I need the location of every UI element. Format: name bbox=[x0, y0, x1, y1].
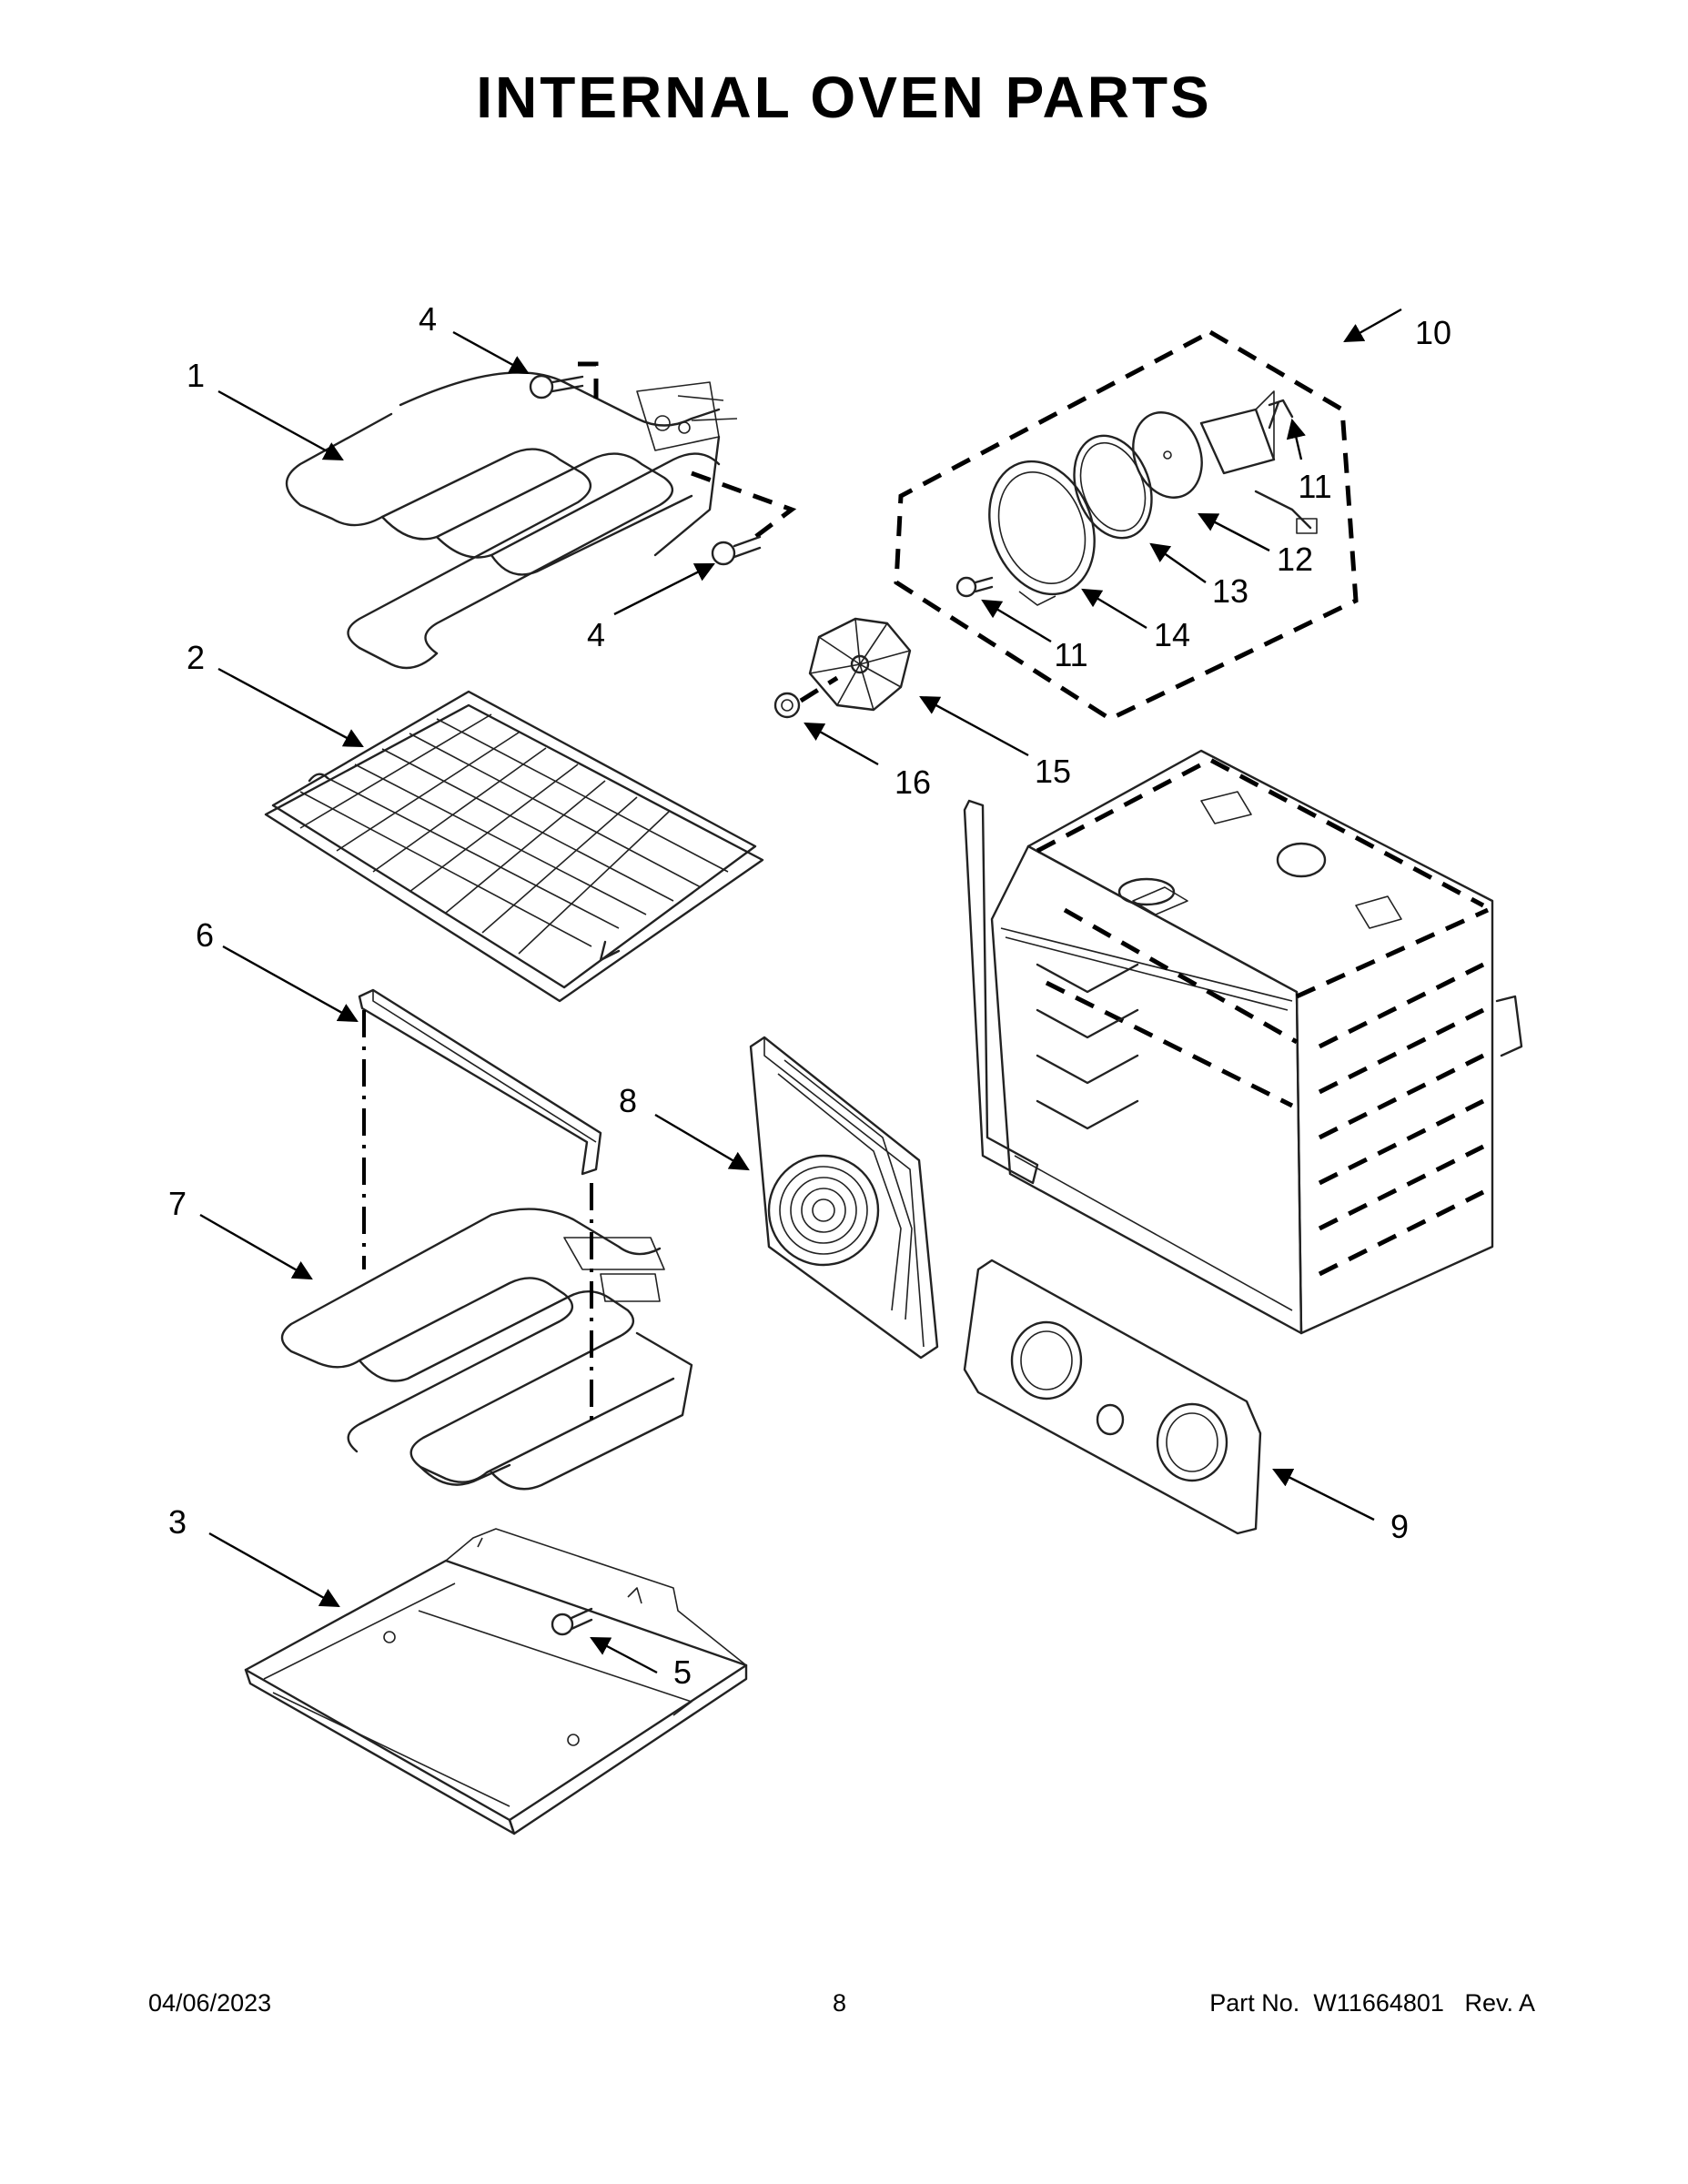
screw-4b bbox=[711, 535, 762, 566]
rear-panel-insulation bbox=[963, 1259, 1262, 1535]
callout-1: 1 bbox=[187, 357, 205, 394]
page-title: INTERNAL OVEN PARTS bbox=[476, 65, 1212, 130]
footer-page-number: 8 bbox=[833, 1989, 847, 2017]
convection-fan-cover bbox=[749, 1036, 939, 1360]
callout-10: 10 bbox=[1415, 314, 1451, 351]
broil-element bbox=[285, 361, 797, 670]
callout-13: 13 bbox=[1212, 572, 1248, 610]
fan-nut bbox=[773, 675, 839, 719]
callout-5: 5 bbox=[673, 1653, 692, 1691]
bake-element bbox=[280, 1183, 693, 1491]
callout-9: 9 bbox=[1390, 1508, 1409, 1545]
footer-date: 04/06/2023 bbox=[148, 1989, 272, 2017]
part-label: Part No. bbox=[1209, 1989, 1300, 2017]
callout-2: 2 bbox=[187, 639, 205, 676]
footer-part-info: Part No. W11664801 Rev. A bbox=[1209, 1989, 1535, 2017]
oven-rack bbox=[264, 690, 764, 1003]
fan-blade bbox=[808, 617, 912, 712]
callout-4-bottom: 4 bbox=[587, 616, 605, 653]
callout-14: 14 bbox=[1154, 616, 1190, 653]
callout-11-upper: 11 bbox=[1298, 468, 1331, 505]
bottom-panel bbox=[244, 1528, 748, 1835]
oven-cavity bbox=[963, 749, 1523, 1335]
callout-16: 16 bbox=[895, 763, 931, 801]
screw-5 bbox=[551, 1607, 593, 1636]
screw-4a bbox=[529, 374, 584, 399]
revision: Rev. A bbox=[1464, 1989, 1535, 2017]
convection-motor-assembly bbox=[894, 329, 1359, 722]
callout-7: 7 bbox=[168, 1185, 187, 1222]
callout-12: 12 bbox=[1277, 541, 1313, 578]
callout-8: 8 bbox=[619, 1082, 637, 1119]
callout-11-lower: 11 bbox=[1054, 636, 1087, 673]
callout-6: 6 bbox=[196, 916, 214, 954]
element-shield bbox=[358, 988, 602, 1269]
callout-3: 3 bbox=[168, 1503, 187, 1541]
part-number: W11664801 bbox=[1313, 1989, 1444, 2017]
callout-15: 15 bbox=[1035, 753, 1071, 790]
leader-lines bbox=[199, 308, 1402, 1674]
callout-4-top: 4 bbox=[419, 300, 437, 338]
